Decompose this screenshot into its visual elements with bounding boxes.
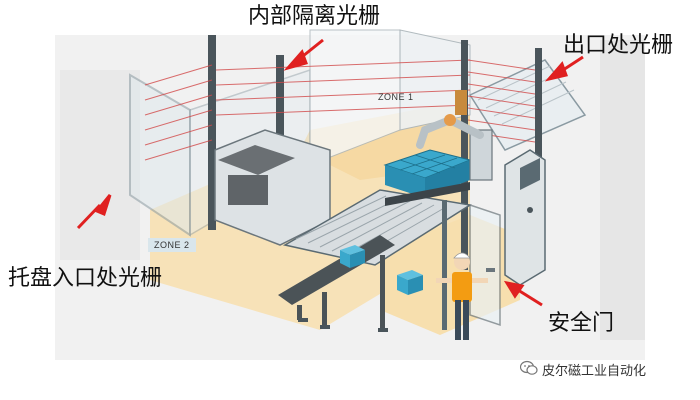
arrow-safety-door-head (503, 280, 525, 299)
exit-curtain-callout: 出口处光栅 (563, 33, 674, 58)
door-handle (486, 268, 495, 272)
support-feet (298, 318, 388, 332)
pallet (385, 182, 470, 206)
inner-curtain-callout: 内部隔离光栅 (248, 4, 381, 29)
pallet-stack-top (218, 145, 295, 175)
exit-curtain-post-right (535, 48, 542, 188)
infeed-belt (278, 235, 395, 305)
pallet-entry-callout: 托盘入口处光栅 (8, 266, 163, 291)
blue-box-grid (399, 154, 458, 175)
pallet-stack-side (228, 175, 268, 205)
zone2-label: ZONE 2 (148, 238, 196, 252)
background-shelf-left (60, 70, 140, 260)
cabinet-button (527, 207, 533, 213)
robot-arm (416, 90, 493, 181)
safety-door-callout: 安全门 (548, 311, 615, 336)
control-cabinet (504, 149, 546, 286)
arrow-safety-door (517, 288, 543, 307)
exit-curtain-beams (467, 59, 536, 143)
wechat-icon (520, 360, 538, 375)
rear-wall-right (399, 29, 471, 131)
blue-box-stack-left (385, 165, 425, 198)
arrow-inner-curtain-head (283, 49, 308, 71)
loose-box-2 (397, 270, 423, 295)
worker-vest (452, 272, 472, 302)
worker-figure (436, 252, 488, 340)
safety-door-panel (469, 203, 501, 327)
inner-curtain-post-left (208, 35, 216, 230)
loose-box-1 (340, 245, 365, 268)
arrow-pallet-entry-head (94, 194, 112, 217)
control-panel-screen (520, 158, 540, 190)
zone1-label: ZONE 1 (378, 92, 414, 102)
arrow-pallet-entry (76, 203, 102, 230)
robot-tool (455, 90, 467, 115)
door-frame-post (442, 200, 447, 330)
callout-arrows (76, 38, 584, 307)
background-shelf-right (600, 40, 645, 340)
exit-curtain-post-left (461, 40, 468, 270)
arrow-exit-curtain-head (544, 61, 568, 82)
brand-footer: 皮尔磁工业自动化 (542, 364, 647, 379)
inner-curtain-beams (144, 59, 471, 161)
